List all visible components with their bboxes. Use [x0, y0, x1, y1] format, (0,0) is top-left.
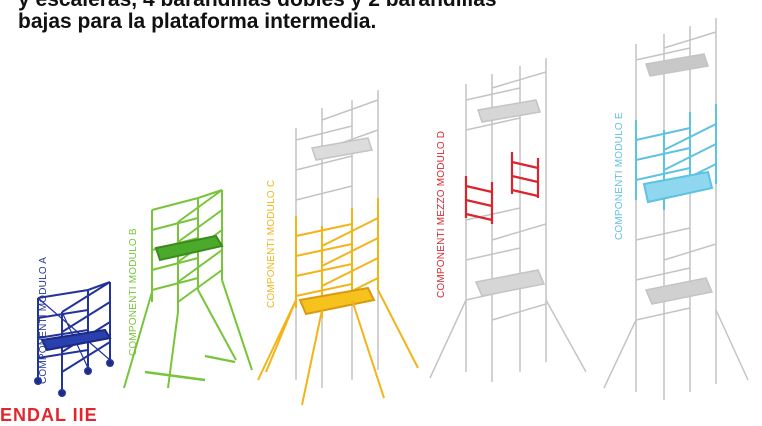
module-b-label: COMPONENTI MODULO B — [128, 228, 139, 356]
scaffold-module-c — [257, 198, 419, 406]
scaffold-module-b — [123, 189, 253, 389]
footer-text: ENDAL IIE — [0, 405, 98, 425]
header-line-2: bajas para la plataforma intermedia. — [18, 10, 377, 33]
module-a-label: COMPONENTI MODULO A — [38, 256, 49, 384]
module-e-label: COMPONENTI MODULO E — [614, 112, 625, 240]
module-d-label: COMPONENTI MEZZO MODULO D — [436, 130, 447, 298]
scaffold-module-d-frame — [429, 58, 587, 382]
scaffold-module-a — [34, 281, 114, 397]
scaffold-module-e-frame — [603, 18, 749, 400]
module-c-label: COMPONENTI MODULO C — [266, 179, 277, 308]
scaffold-module-d — [464, 152, 540, 224]
header-line-1: y escaleras, 4 barandillas dobles y 2 ba… — [18, 0, 497, 10]
scaffold-module-e — [635, 104, 717, 210]
